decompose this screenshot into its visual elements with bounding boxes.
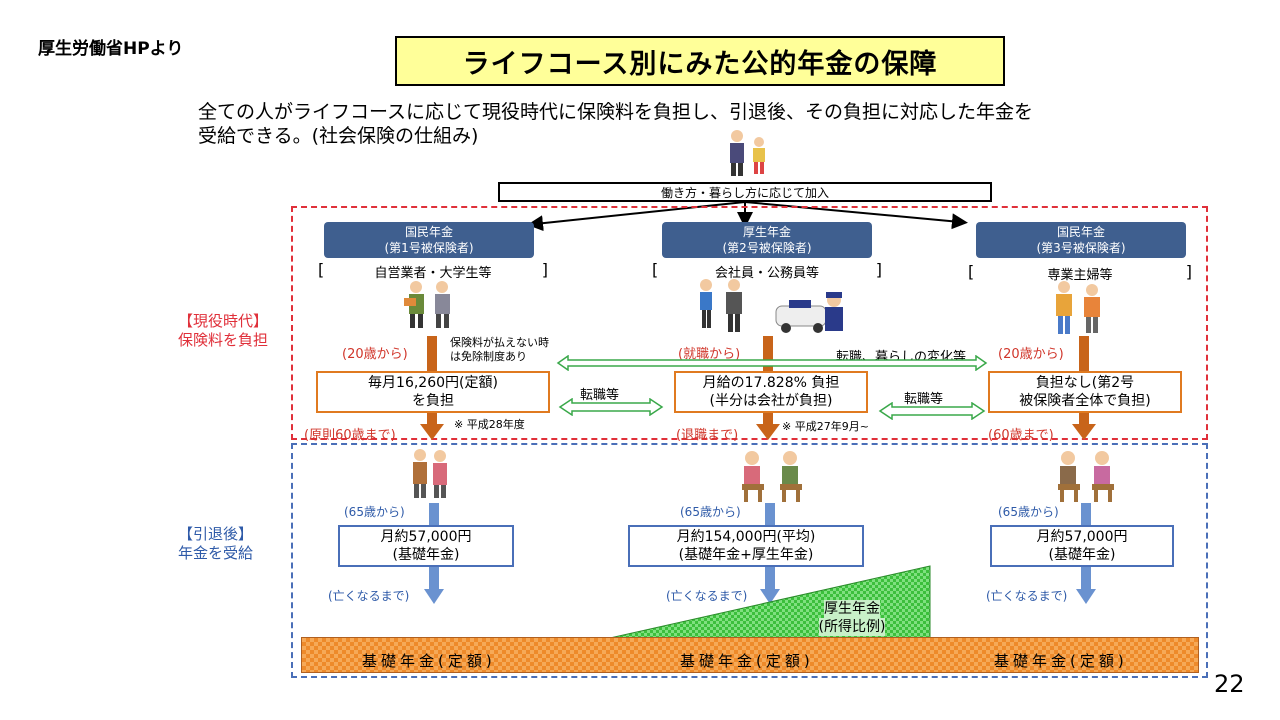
employee-pension-line-1: 厚生年金 xyxy=(824,600,880,618)
members-label: 専業主婦等 xyxy=(1047,268,1113,283)
payment-amount: 月給の17.828% 負担 xyxy=(702,375,840,391)
pension-start-type1: (65歳から) xyxy=(344,505,405,519)
exemption-note-line-2: は免除制度あり xyxy=(450,350,527,363)
intro-line-1: 全ての人がライフコースに応じて現役時代に保険料を負担し、引退後、その負担に対応し… xyxy=(198,101,1034,123)
active-label-line-2: 保険料を負担 xyxy=(178,331,269,349)
category-box-type1: 国民年金 (第1号被保険者) xyxy=(324,222,534,258)
members-type2: [ 会社員・公務員等 ] xyxy=(652,260,882,281)
category-box-type3: 国民年金 (第3号被保険者) xyxy=(976,222,1186,258)
transfer-arrow-2 xyxy=(878,402,986,420)
retired-period-label: 【引退後】 年金を受給 xyxy=(178,525,253,563)
bracket-right-icon: ] xyxy=(541,260,548,279)
pension-detail: (基礎年金) xyxy=(1048,547,1116,563)
category-name: 国民年金 xyxy=(404,225,453,239)
september-note: ※ 平成27年9月~ xyxy=(782,420,869,433)
payment-amount: 毎月16,260円(定額) xyxy=(368,375,498,391)
homemaker-illustration xyxy=(1056,281,1100,334)
retired-label-line-1: 【引退後】 xyxy=(178,525,254,543)
self-employed-illustration xyxy=(404,281,450,328)
until-label-type2: (亡くなるまで) xyxy=(666,589,748,603)
intro-text: 全ての人がライフコースに応じて現役時代に保険料を負担し、引退後、その負担に対応し… xyxy=(198,100,1208,148)
until-label-type3: (亡くなるまで) xyxy=(986,589,1068,603)
start-label-type2: (就職から) xyxy=(678,347,741,362)
retirement-period-zone xyxy=(291,443,1208,678)
category-insured-type: (第2号被保険者) xyxy=(722,241,812,255)
payment-detail: (半分は会社が負担) xyxy=(709,393,833,409)
retired-label-line-2: 年金を受給 xyxy=(178,544,254,562)
exemption-note: 保険料が払えない時 は免除制度あり xyxy=(450,336,549,364)
bracket-left-icon: [ xyxy=(318,260,325,279)
source-note: 厚生労働省HPより xyxy=(38,39,184,59)
employee-pension-label: 厚生年金 (所得比例) xyxy=(802,600,902,636)
until-label-type1: (亡くなるまで) xyxy=(328,589,410,603)
payment-detail: を負担 xyxy=(412,393,454,409)
pension-box-type1: 月約57,000円 (基礎年金) xyxy=(338,525,514,567)
payment-box-type3: 負担なし(第2号 被保険者全体で負担) xyxy=(988,371,1182,413)
members-type3: [ 専業主婦等 ] xyxy=(968,262,1192,283)
end-label-type2: (退職まで) xyxy=(676,428,739,443)
transfer-label-1: 転職等 xyxy=(580,388,620,403)
start-label-type1: (20歳から) xyxy=(342,347,408,362)
basic-pension-label-2: 基礎年金(定額) xyxy=(680,652,814,670)
active-period-zone xyxy=(291,206,1208,440)
elderly-couple-illustration-2 xyxy=(742,451,802,502)
end-label-type3: (60歳まで) xyxy=(988,428,1054,443)
join-arrows xyxy=(527,201,968,232)
pension-detail: (基礎年金) xyxy=(392,547,460,563)
bracket-right-icon: ] xyxy=(875,260,882,279)
page-number: 22 xyxy=(1214,670,1245,698)
category-name: 国民年金 xyxy=(1056,225,1105,239)
exemption-note-line-1: 保険料が払えない時 xyxy=(450,336,549,349)
elderly-couple-illustration-1 xyxy=(413,449,447,498)
category-box-type2: 厚生年金 (第2号被保険者) xyxy=(662,222,872,258)
pension-amount: 月約57,000円 xyxy=(1036,529,1128,545)
basic-pension-label-3: 基礎年金(定額) xyxy=(994,652,1128,670)
career-change-arrow xyxy=(556,355,988,371)
category-name: 厚生年金 xyxy=(742,225,791,239)
pension-box-type2: 月約154,000円(平均) (基礎年金+厚生年金) xyxy=(628,525,864,567)
members-label: 会社員・公務員等 xyxy=(714,266,819,281)
active-label-line-1: 【現役時代】 xyxy=(178,312,269,330)
pension-amount: 月約154,000円(平均) xyxy=(676,529,816,545)
payment-detail: 被保険者全体で負担) xyxy=(1019,393,1151,409)
category-insured-type: (第3号被保険者) xyxy=(1036,241,1126,255)
start-label-type3: (20歳から) xyxy=(998,347,1064,362)
bracket-right-icon: ] xyxy=(1185,262,1192,281)
members-label: 自営業者・大学生等 xyxy=(374,266,492,281)
bracket-left-icon: [ xyxy=(652,260,659,279)
page-title: ライフコース別にみた公的年金の保障 xyxy=(395,36,1005,86)
intro-line-2: 受給できる。(社会保険の仕組み) xyxy=(198,125,479,147)
pension-box-type3: 月約57,000円 (基礎年金) xyxy=(990,525,1174,567)
transfer-label-2: 転職等 xyxy=(904,392,944,407)
fiscal-year-note: ※ 平成28年度 xyxy=(454,418,525,431)
basic-pension-bar xyxy=(301,637,1199,673)
category-insured-type: (第1号被保険者) xyxy=(384,241,474,255)
end-label-type1: (原則60歳まで) xyxy=(304,428,396,443)
pension-amount: 月約57,000円 xyxy=(380,529,472,545)
members-type1: [ 自営業者・大学生等 ] xyxy=(318,260,548,281)
active-period-label: 【現役時代】 保険料を負担 xyxy=(178,312,268,350)
payment-amount: 負担なし(第2号 xyxy=(1035,375,1135,391)
join-bar: 働き方・暮らし方に応じて加入 xyxy=(498,182,992,202)
employee-illustration xyxy=(700,279,843,333)
family-illustration xyxy=(730,130,765,176)
basic-pension-label-1: 基礎年金(定額) xyxy=(362,652,496,670)
transfer-arrow-1 xyxy=(558,398,664,416)
payment-box-type2: 月給の17.828% 負担 (半分は会社が負担) xyxy=(674,371,868,413)
elderly-couple-illustration-3 xyxy=(1058,451,1114,502)
bracket-left-icon: [ xyxy=(968,262,975,281)
pension-start-type3: (65歳から) xyxy=(998,505,1059,519)
employee-pension-line-2: (所得比例) xyxy=(818,618,886,636)
payment-box-type1: 毎月16,260円(定額) を負担 xyxy=(316,371,550,413)
pension-detail: (基礎年金+厚生年金) xyxy=(678,547,814,563)
pension-start-type2: (65歳から) xyxy=(680,505,741,519)
